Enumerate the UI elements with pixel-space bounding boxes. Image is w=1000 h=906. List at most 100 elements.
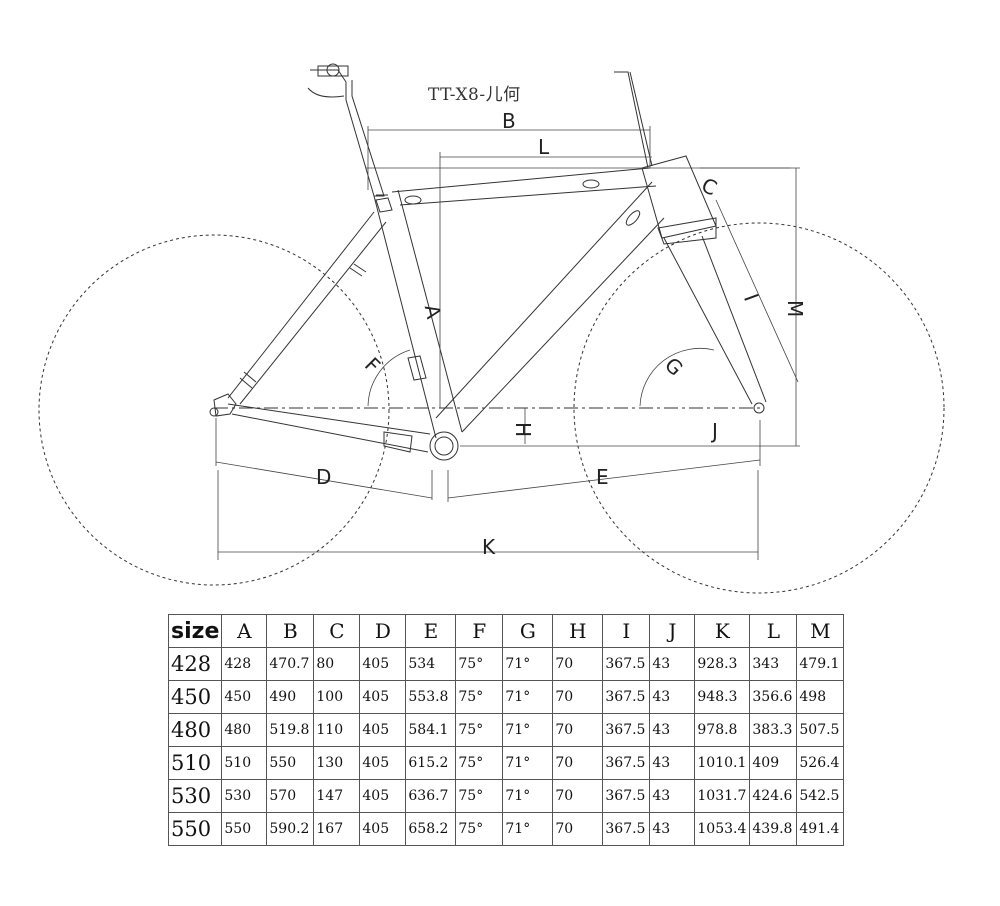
cell-l: 356.6	[749, 680, 798, 714]
label-i: I	[739, 291, 764, 305]
cell-size: 510	[167, 746, 223, 780]
cell-k: 928.3	[694, 647, 751, 681]
top-tube-port-2	[582, 179, 600, 189]
table-header-row: size A B C D E F G H I J K L M	[167, 614, 845, 648]
bike-frame-diagram: B L C A I M F G H J D E K	[38, 63, 945, 594]
cell-i: 367.5	[602, 680, 651, 714]
top-tube	[391, 167, 657, 206]
cell-d: 405	[359, 647, 407, 681]
cell-e: 636.7	[405, 779, 457, 813]
chainstay-detail	[383, 431, 413, 453]
cell-d: 405	[359, 779, 407, 813]
col-header-k: K	[694, 614, 751, 648]
cell-j: 43	[649, 746, 696, 780]
cell-h: 70	[552, 680, 604, 714]
cell-m: 491.4	[796, 812, 845, 846]
cell-g: 71°	[502, 713, 554, 747]
cell-l: 343	[749, 647, 798, 681]
cell-c: 130	[313, 746, 361, 780]
cell-f: 75°	[455, 680, 504, 714]
cell-k: 948.3	[694, 680, 751, 714]
cell-size: 550	[167, 812, 223, 846]
cell-h: 70	[552, 746, 604, 780]
cell-m: 542.5	[796, 779, 845, 813]
cell-i: 367.5	[602, 812, 651, 846]
label-m: M	[783, 300, 807, 317]
seat-clamp	[375, 197, 393, 213]
cell-l: 409	[749, 746, 798, 780]
label-l: L	[538, 135, 550, 159]
front-wheel	[573, 222, 945, 594]
cell-c: 167	[313, 812, 361, 846]
cell-m: 479.1	[796, 647, 845, 681]
cell-e: 615.2	[405, 746, 457, 780]
cell-g: 71°	[502, 647, 554, 681]
rear-axle	[209, 407, 219, 417]
dimension-lines	[215, 126, 800, 560]
seatpost	[307, 63, 388, 197]
bottle-mount	[407, 355, 427, 381]
cell-k: 1053.4	[694, 812, 751, 846]
cell-f: 75°	[455, 647, 504, 681]
cell-f: 75°	[455, 779, 504, 813]
headset	[657, 217, 717, 245]
cell-a: 530	[221, 779, 268, 813]
cell-m: 507.5	[796, 713, 845, 747]
cell-l: 424.6	[749, 779, 798, 813]
label-b: B	[502, 109, 516, 133]
cell-h: 70	[552, 647, 604, 681]
cell-j: 43	[649, 680, 696, 714]
cell-a: 450	[221, 680, 268, 714]
cell-h: 70	[552, 812, 604, 846]
label-c: C	[698, 173, 721, 201]
brake-bridge	[349, 263, 367, 277]
cell-k: 978.8	[694, 713, 751, 747]
seat-stay	[227, 211, 387, 405]
col-header-c: C	[313, 614, 361, 648]
cell-c: 80	[313, 647, 361, 681]
cell-h: 70	[552, 779, 604, 813]
col-header-j: J	[649, 614, 696, 648]
col-header-b: B	[266, 614, 315, 648]
cell-size: 450	[167, 680, 223, 714]
down-tube-port	[625, 210, 641, 226]
steerer	[614, 71, 653, 169]
cell-d: 405	[359, 680, 407, 714]
cell-d: 405	[359, 746, 407, 780]
rear-dropout	[213, 393, 237, 417]
label-a: A	[420, 302, 446, 321]
cell-b: 590.2	[266, 812, 315, 846]
rear-wheel	[38, 234, 390, 586]
cell-k: 1010.1	[694, 746, 751, 780]
front-dropout	[753, 402, 765, 414]
cell-a: 480	[221, 713, 268, 747]
cell-e: 553.8	[405, 680, 457, 714]
col-header-e: E	[405, 614, 457, 648]
cell-b: 519.8	[266, 713, 315, 747]
cell-g: 71°	[502, 779, 554, 813]
col-header-m: M	[796, 614, 845, 648]
col-header-d: D	[359, 614, 407, 648]
cell-b: 470.7	[266, 647, 315, 681]
top-tube-port	[404, 195, 422, 205]
bottom-bracket-inner	[434, 436, 454, 456]
cell-m: 526.4	[796, 746, 845, 780]
col-header-a: A	[221, 614, 268, 648]
col-header-f: F	[455, 614, 504, 648]
cell-f: 75°	[455, 812, 504, 846]
cell-i: 367.5	[602, 647, 651, 681]
cell-i: 367.5	[602, 713, 651, 747]
cell-h: 70	[552, 713, 604, 747]
cell-j: 43	[649, 779, 696, 813]
cell-e: 658.2	[405, 812, 457, 846]
cell-f: 75°	[455, 713, 504, 747]
cell-k: 1031.7	[694, 779, 751, 813]
cell-m: 498	[796, 680, 845, 714]
label-f: F	[360, 353, 385, 378]
